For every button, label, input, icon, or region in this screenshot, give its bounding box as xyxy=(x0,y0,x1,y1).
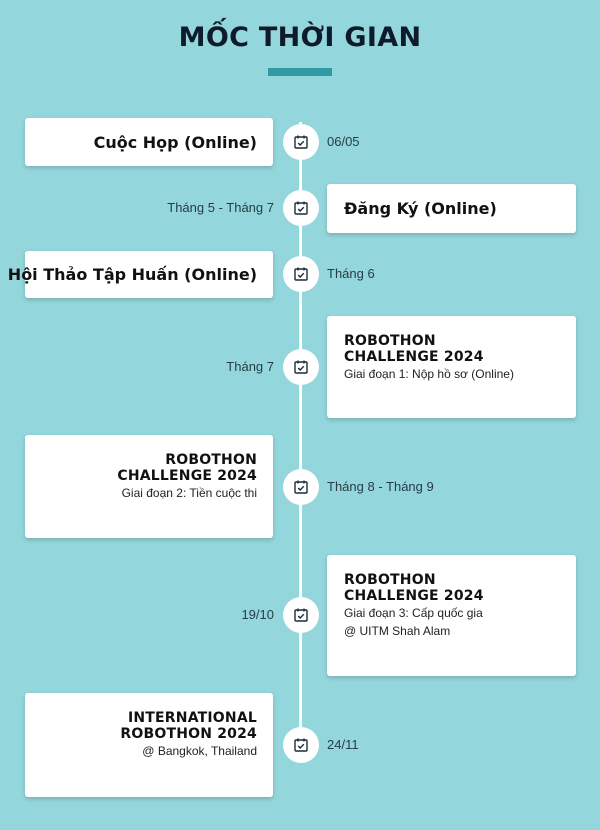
event-title-line1: ROBOTHON xyxy=(344,572,436,588)
calendar-check-icon xyxy=(294,738,308,752)
event-date-2: Tháng 5 - Tháng 7 xyxy=(167,200,274,215)
event-title: Đăng Ký (Online) xyxy=(344,199,497,218)
event-date-6: 19/10 xyxy=(241,607,274,622)
event-title-line2: ROBOTHON 2024 xyxy=(120,726,257,742)
event-description: @ Bangkok, Thailand xyxy=(142,744,257,758)
title-underline xyxy=(268,68,332,76)
event-card-3: Hội Thảo Tập Huấn (Online) xyxy=(8,251,273,298)
calendar-check-icon xyxy=(294,267,308,281)
event-title-line2: CHALLENGE 2024 xyxy=(344,349,484,365)
event-card-4: ROBOTHON CHALLENGE 2024 Giai đoạn 1: Nộp… xyxy=(327,316,576,418)
event-date-1: 06/05 xyxy=(327,134,360,149)
page-title: MỐC THỜI GIAN xyxy=(178,22,422,53)
event-title-line2: CHALLENGE 2024 xyxy=(344,588,484,604)
timeline-node-1 xyxy=(283,124,319,160)
event-card-1: Cuộc Họp (Online) xyxy=(25,118,273,166)
event-card-7: INTERNATIONAL ROBOTHON 2024 @ Bangkok, T… xyxy=(25,693,273,797)
event-card-5: ROBOTHON CHALLENGE 2024 Giai đoạn 2: Tiề… xyxy=(25,435,273,538)
calendar-check-icon xyxy=(294,480,308,494)
event-title: Cuộc Họp (Online) xyxy=(93,132,257,152)
timeline-node-4 xyxy=(283,349,319,385)
calendar-check-icon xyxy=(294,608,308,622)
timeline-node-2 xyxy=(283,190,319,226)
event-title-line1: ROBOTHON xyxy=(165,452,257,468)
calendar-check-icon xyxy=(294,135,308,149)
event-date-3: Tháng 6 xyxy=(327,266,375,281)
event-description: Giai đoạn 3: Cấp quốc gia xyxy=(344,606,483,620)
event-description: Giai đoạn 1: Nộp hồ sơ (Online) xyxy=(344,367,514,381)
timeline-node-3 xyxy=(283,256,319,292)
event-title-line1: ROBOTHON xyxy=(344,333,436,349)
timeline-node-5 xyxy=(283,469,319,505)
event-card-2: Đăng Ký (Online) xyxy=(327,184,576,233)
event-title-line1: INTERNATIONAL xyxy=(127,710,257,726)
event-card-6: ROBOTHON CHALLENGE 2024 Giai đoạn 3: Cấp… xyxy=(327,555,576,676)
event-description: Giai đoạn 2: Tiền cuộc thi xyxy=(121,486,257,500)
event-location: @ UITM Shah Alam xyxy=(344,624,451,638)
timeline-line xyxy=(299,122,302,748)
calendar-check-icon xyxy=(294,360,308,374)
event-date-7: 24/11 xyxy=(327,737,359,752)
event-date-4: Tháng 7 xyxy=(226,359,274,374)
timeline-node-6 xyxy=(283,597,319,633)
event-title: Hội Thảo Tập Huấn (Online) xyxy=(7,265,257,284)
timeline-node-7 xyxy=(283,727,319,763)
calendar-check-icon xyxy=(294,201,308,215)
event-title-line2: CHALLENGE 2024 xyxy=(117,468,257,484)
event-date-5: Tháng 8 - Tháng 9 xyxy=(327,479,434,494)
